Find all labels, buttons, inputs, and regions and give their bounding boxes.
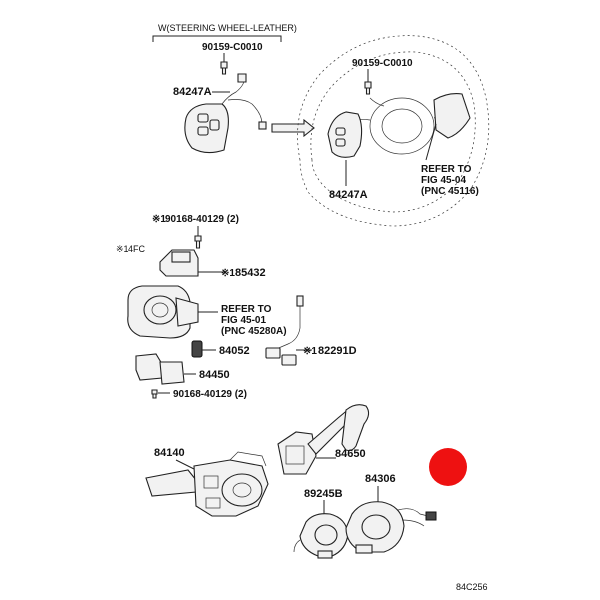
switch-84450-icon [135,353,163,381]
steering-wheel-group [297,35,490,227]
refer-45-01-line1: REFER TO [221,304,272,315]
part-84052-group: 84052 [191,340,250,358]
label-switch-left: 84247A [173,86,212,98]
part-84140-group: 84140 [145,447,269,517]
fc-note-group: ※1 4FC [116,244,146,254]
label-84052: 84052 [219,345,250,357]
bolt-right-group: 90159-C0010 [352,58,413,107]
screw-bottom-group: 90168-40129 (2) [151,389,247,400]
label-screw-top: 90168-40129 (2) [165,214,239,225]
part-84650-group: 84650 [277,404,370,475]
screw-top-icon [194,235,202,249]
fc-mark: ※1 [116,244,129,254]
part-85432-group: ※1 85432 [159,249,266,279]
steering-wheel-icon [297,35,490,227]
bolt-left-group: 90159-C0010 [202,42,263,75]
variant-bracket: W(STEERING WHEEL-LEATHER) [152,23,297,42]
label-84650: 84650 [335,448,366,460]
part-82291d-group: ※1 82291D [265,295,357,366]
switch-left-group: 84247A [173,73,267,154]
part-84306-group: 84306 [345,473,437,554]
bolt-right-icon [364,81,372,95]
column-assembly-group: REFER TO FIG 45-01 (PNC 45280A) [127,285,287,339]
turn-signal-switch-84140-icon [145,469,197,497]
label-bolt-right: 90159-C0010 [352,58,413,69]
screw-top-group: ※1 90168-40129 (2) [152,214,239,249]
fc-note: 4FC [128,244,146,254]
refer-45-04-line2: FIG 45-04 [421,175,466,186]
label-84306: 84306 [365,473,396,485]
switch-right-group: 84247A [327,111,368,201]
diagram-code: 84C256 [456,582,488,592]
refer-45-01-line3: (PNC 45280A) [221,326,287,337]
connector-84052-icon [191,340,203,358]
label-bolt-left: 90159-C0010 [202,42,263,53]
label-85432: 85432 [235,267,266,279]
part-89245b-group: 89245B [293,488,349,559]
variant-note: W(STEERING WHEEL-LEATHER) [158,23,297,33]
pointer-arrow-icon [271,118,315,138]
red-marker-dot [429,448,467,486]
wiper-switch-84650-icon [277,431,317,475]
harness-82291d-icon [265,347,281,359]
label-89245b: 89245B [304,488,343,500]
label-switch-right: 84247A [329,189,368,201]
label-screw-bottom: 90168-40129 (2) [173,389,247,400]
screw-bottom-icon [151,389,158,399]
refer-45-04-line3: (PNC 45116) [421,186,479,197]
refer-45-04: REFER TO FIG 45-04 (PNC 45116) [421,123,479,197]
part-84450-group: 84450 [135,353,230,385]
refer-45-01-line2: FIG 45-01 [221,315,266,326]
refer-45-04-line1: REFER TO [421,164,472,175]
label-82291d: 82291D [318,345,357,357]
label-84450: 84450 [199,369,230,381]
mark-85432: ※1 [221,268,235,279]
screw-top-mark: ※1 [152,214,166,225]
bolt-left-icon [220,61,228,75]
mark-82291d: ※1 [303,346,317,357]
label-84140: 84140 [154,447,185,459]
